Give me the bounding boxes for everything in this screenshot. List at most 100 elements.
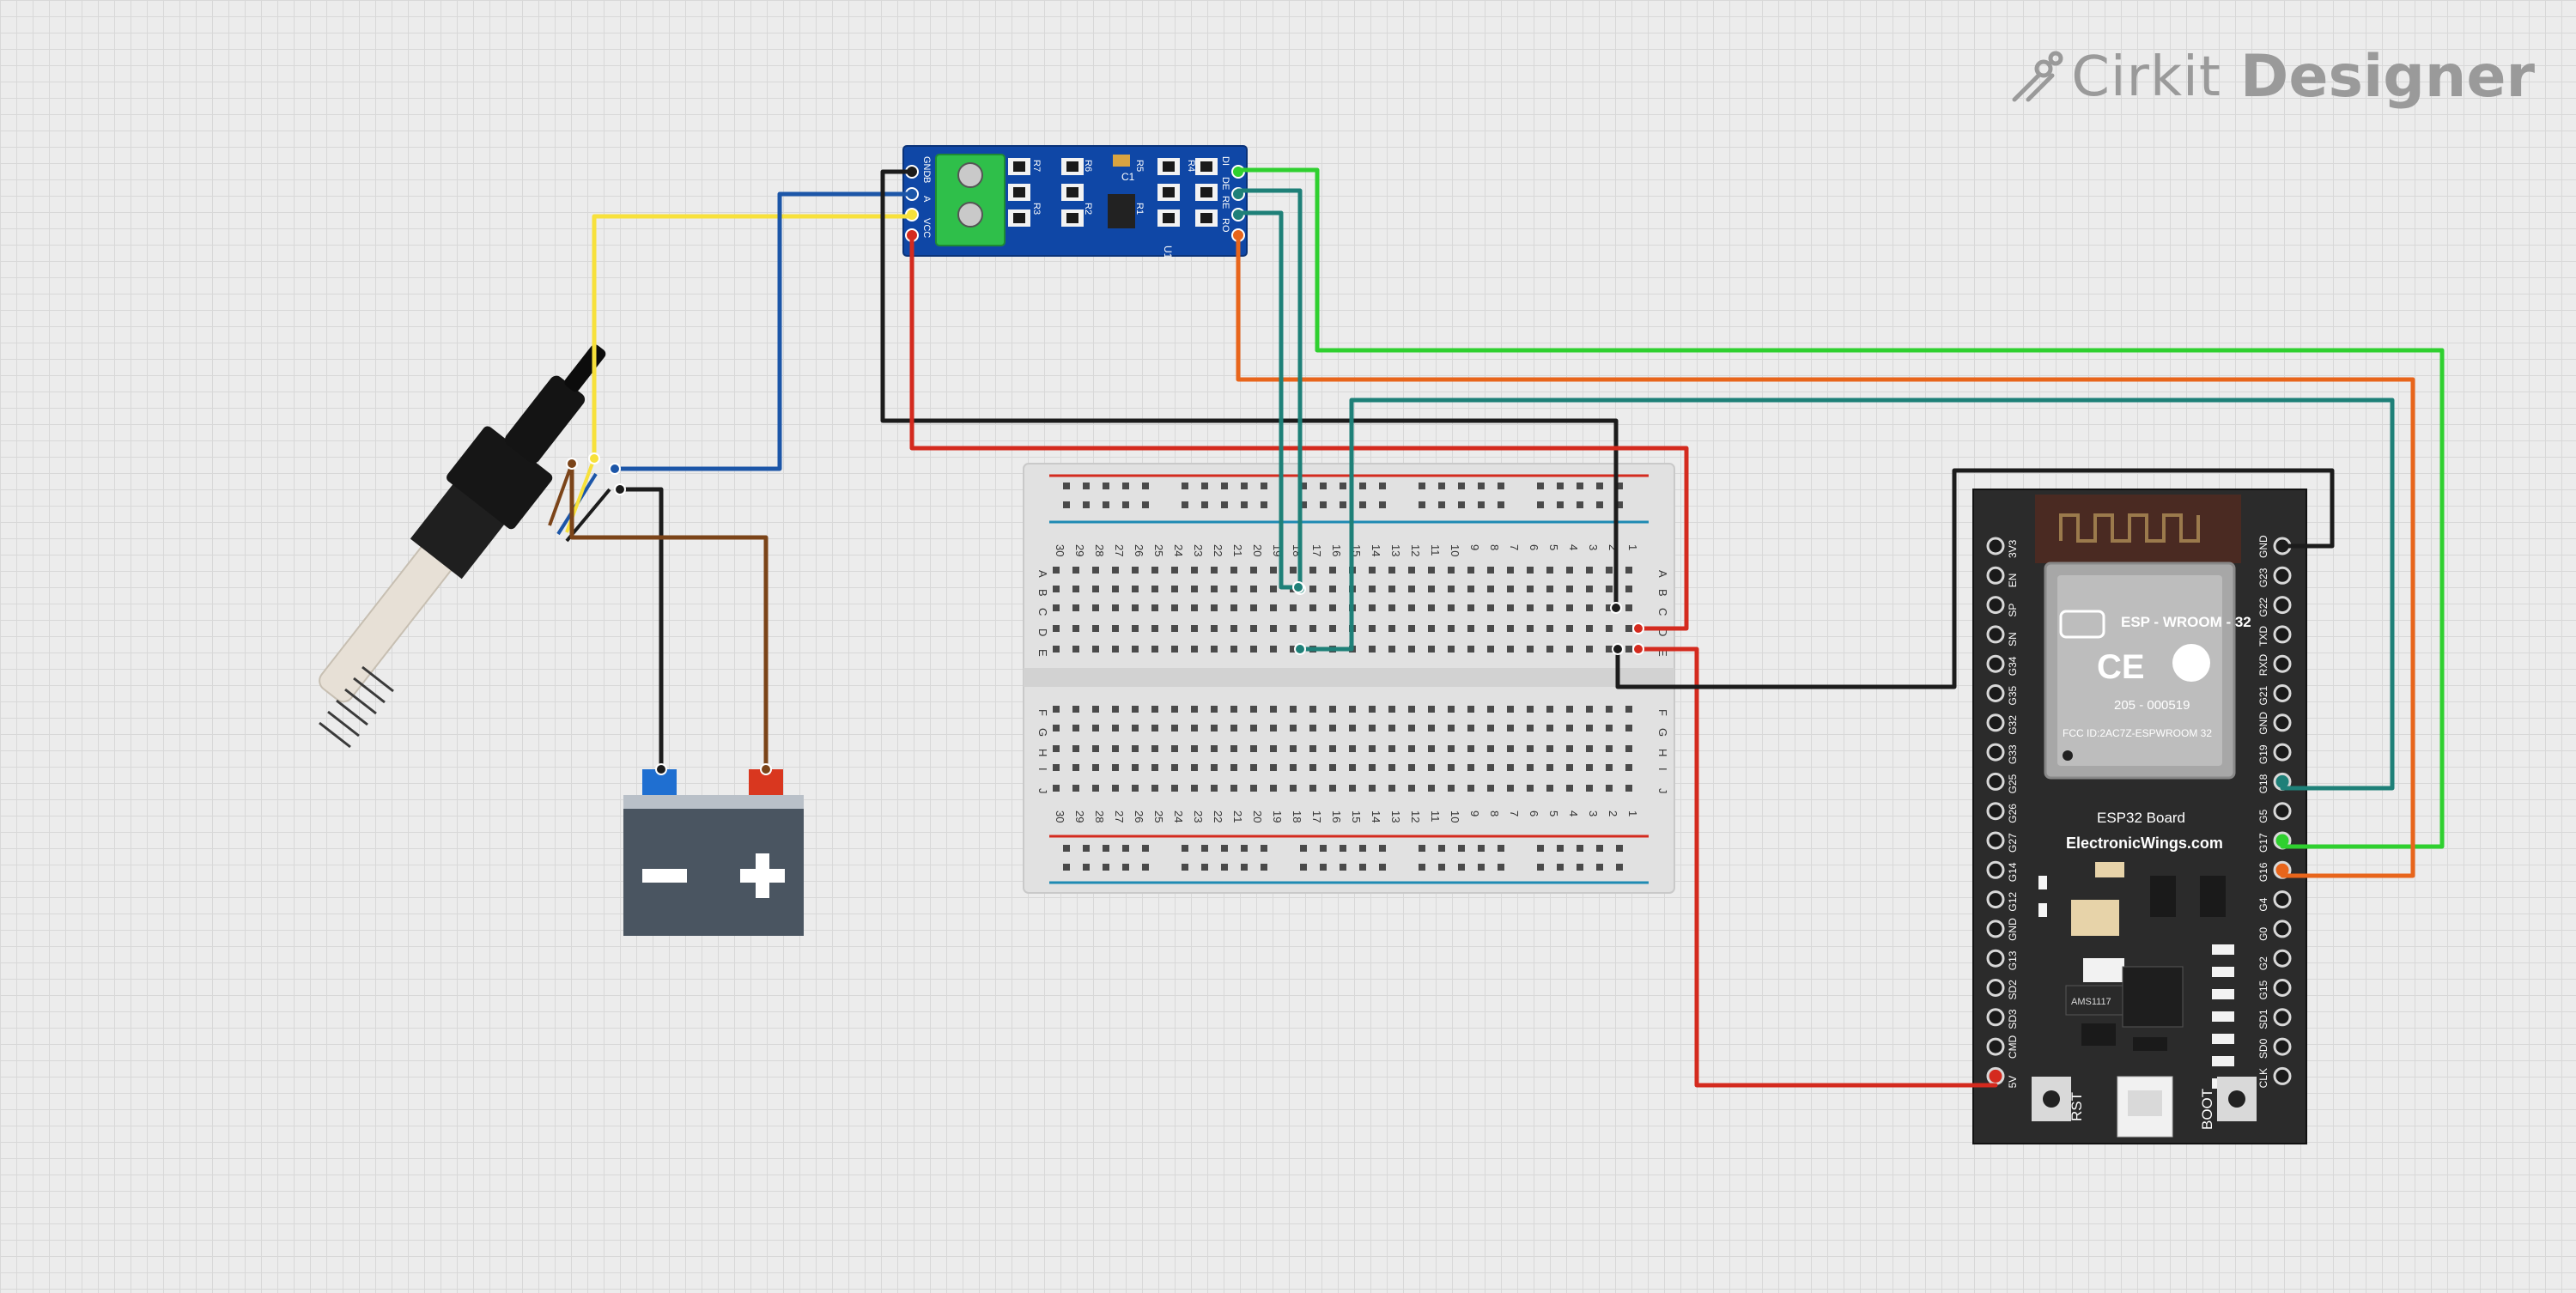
breadboard-hole[interactable] — [1309, 725, 1316, 731]
breadboard-hole[interactable] — [1448, 567, 1455, 574]
rail-hole[interactable] — [1241, 845, 1248, 852]
breadboard-hole[interactable] — [1507, 706, 1514, 713]
rail-hole[interactable] — [1438, 483, 1445, 489]
breadboard-hole[interactable] — [1053, 604, 1060, 611]
breadboard-hole[interactable] — [1467, 604, 1474, 611]
rail-hole[interactable] — [1103, 845, 1109, 852]
breadboard-hole[interactable] — [1388, 586, 1395, 592]
breadboard-hole[interactable] — [1270, 604, 1277, 611]
rail-hole[interactable] — [1379, 845, 1386, 852]
esp32-right-pin[interactable] — [2273, 743, 2292, 762]
breadboard-hole[interactable] — [1408, 764, 1415, 771]
breadboard-hole[interactable] — [1309, 764, 1316, 771]
breadboard-hole[interactable] — [1527, 706, 1534, 713]
rail-hole[interactable] — [1142, 845, 1149, 852]
breadboard-hole[interactable] — [1467, 785, 1474, 792]
breadboard-hole[interactable] — [1586, 706, 1593, 713]
rail-hole[interactable] — [1083, 845, 1090, 852]
breadboard-hole[interactable] — [1428, 567, 1435, 574]
breadboard-hole[interactable] — [1606, 785, 1613, 792]
breadboard-hole[interactable] — [1546, 764, 1553, 771]
breadboard-hole[interactable] — [1230, 586, 1237, 592]
breadboard-hole[interactable] — [1250, 604, 1257, 611]
breadboard-hole[interactable] — [1566, 785, 1573, 792]
rail-hole[interactable] — [1221, 483, 1228, 489]
breadboard-hole[interactable] — [1230, 646, 1237, 653]
breadboard-hole[interactable] — [1230, 706, 1237, 713]
rail-hole[interactable] — [1616, 501, 1623, 508]
breadboard-hole[interactable] — [1388, 725, 1395, 731]
esp32-left-pin[interactable] — [1986, 713, 2005, 732]
rail-hole[interactable] — [1261, 845, 1267, 852]
breadboard-hole[interactable] — [1211, 604, 1218, 611]
wire-endpoint[interactable] — [588, 452, 600, 464]
wire-endpoint[interactable] — [760, 763, 772, 775]
rail-hole[interactable] — [1261, 483, 1267, 489]
breadboard-hole[interactable] — [1250, 764, 1257, 771]
breadboard-hole[interactable] — [1309, 586, 1316, 592]
esp32-left-pin[interactable] — [1986, 1037, 2005, 1056]
esp32-right-pin[interactable] — [2273, 1008, 2292, 1027]
rail-hole[interactable] — [1320, 483, 1327, 489]
breadboard-hole[interactable] — [1171, 725, 1178, 731]
breadboard-hole[interactable] — [1151, 785, 1158, 792]
wire-endpoint[interactable] — [566, 458, 578, 470]
breadboard-hole[interactable] — [1467, 625, 1474, 632]
breadboard-hole[interactable] — [1072, 764, 1079, 771]
breadboard-hole[interactable] — [1586, 646, 1593, 653]
breadboard-hole[interactable] — [1270, 567, 1277, 574]
rail-hole[interactable] — [1063, 845, 1070, 852]
breadboard-hole[interactable] — [1329, 706, 1336, 713]
esp32-left-pin[interactable] — [1986, 802, 2005, 821]
breadboard-hole[interactable] — [1507, 785, 1514, 792]
rail-hole[interactable] — [1498, 845, 1504, 852]
breadboard-hole[interactable] — [1211, 625, 1218, 632]
breadboard-hole[interactable] — [1230, 625, 1237, 632]
rail-hole[interactable] — [1221, 864, 1228, 871]
breadboard-hole[interactable] — [1625, 625, 1632, 632]
breadboard-hole[interactable] — [1151, 604, 1158, 611]
breadboard-hole[interactable] — [1151, 625, 1158, 632]
rail-hole[interactable] — [1122, 864, 1129, 871]
breadboard-hole[interactable] — [1250, 725, 1257, 731]
rail-hole[interactable] — [1616, 845, 1623, 852]
breadboard-hole[interactable] — [1171, 745, 1178, 752]
breadboard-hole[interactable] — [1487, 646, 1494, 653]
breadboard-hole[interactable] — [1270, 764, 1277, 771]
rail-hole[interactable] — [1379, 483, 1386, 489]
rail-hole[interactable] — [1340, 845, 1346, 852]
breadboard-hole[interactable] — [1448, 625, 1455, 632]
rail-hole[interactable] — [1478, 845, 1485, 852]
rail-hole[interactable] — [1340, 483, 1346, 489]
rail-hole[interactable] — [1083, 483, 1090, 489]
rail-hole[interactable] — [1359, 501, 1366, 508]
breadboard-hole[interactable] — [1388, 706, 1395, 713]
rail-hole[interactable] — [1320, 845, 1327, 852]
rail-hole[interactable] — [1340, 501, 1346, 508]
wire-teal-g18[interactable] — [1297, 398, 2395, 791]
breadboard-hole[interactable] — [1546, 745, 1553, 752]
breadboard-hole[interactable] — [1053, 586, 1060, 592]
breadboard-hole[interactable] — [1230, 785, 1237, 792]
wire-green-di[interactable] — [1236, 167, 2445, 849]
breadboard-hole[interactable] — [1250, 745, 1257, 752]
rail-hole[interactable] — [1320, 501, 1327, 508]
breadboard-hole[interactable] — [1369, 586, 1376, 592]
breadboard-hole[interactable] — [1467, 725, 1474, 731]
rail-hole[interactable] — [1596, 483, 1603, 489]
breadboard-hole[interactable] — [1072, 725, 1079, 731]
breadboard-hole[interactable] — [1527, 764, 1534, 771]
rail-hole[interactable] — [1419, 483, 1425, 489]
esp32-right-pin[interactable] — [2273, 920, 2292, 938]
esp32-left-pin[interactable] — [1986, 596, 2005, 615]
breadboard-hole[interactable] — [1527, 646, 1534, 653]
breadboard-hole[interactable] — [1329, 567, 1336, 574]
breadboard-hole[interactable] — [1191, 604, 1198, 611]
breadboard-hole[interactable] — [1309, 604, 1316, 611]
breadboard-hole[interactable] — [1132, 706, 1139, 713]
rail-hole[interactable] — [1103, 501, 1109, 508]
breadboard-hole[interactable] — [1349, 745, 1356, 752]
breadboard-hole[interactable] — [1507, 604, 1514, 611]
breadboard-hole[interactable] — [1625, 604, 1632, 611]
